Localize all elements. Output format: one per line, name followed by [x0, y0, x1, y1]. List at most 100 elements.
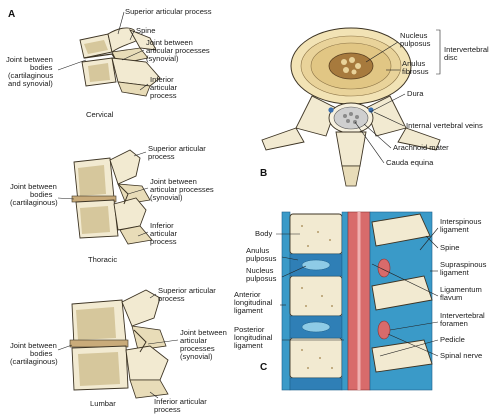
- svg-text:articular: articular: [150, 229, 177, 238]
- panel-label-b: B: [260, 168, 267, 179]
- intervertebral-foramen-label: Intervertebral foramen: [440, 311, 485, 328]
- thoracic-title: Thoracic: [88, 255, 117, 264]
- svg-text:Posterior: Posterior: [234, 325, 265, 334]
- cervical-spine-label: Spine: [136, 26, 155, 35]
- thoracic-vertebrae-illustration: [71, 149, 153, 245]
- lumbar-joint-facet-label: Joint between articular processes (synov…: [180, 328, 227, 361]
- svg-text:Joint between: Joint between: [146, 38, 193, 47]
- cervical-inferior-label: Inferior articular process: [150, 75, 177, 100]
- svg-text:articular processes: articular processes: [146, 46, 210, 55]
- nucleus-pulposus-c-label: Nucleus pulposus: [246, 266, 277, 283]
- svg-text:Anterior: Anterior: [234, 290, 261, 299]
- svg-text:Intervertebral: Intervertebral: [440, 311, 485, 320]
- svg-text:flavum: flavum: [440, 293, 462, 302]
- svg-text:ligament: ligament: [440, 268, 470, 277]
- panel-label-c: C: [260, 362, 267, 373]
- svg-text:articular processes: articular processes: [150, 185, 214, 194]
- svg-text:Inferior: Inferior: [150, 75, 174, 84]
- sagittal-section-illustration: [281, 211, 433, 391]
- svg-text:Interspinous: Interspinous: [440, 217, 482, 226]
- svg-text:bodies: bodies: [30, 190, 53, 199]
- svg-text:Joint between: Joint between: [150, 177, 197, 186]
- svg-text:Joint between: Joint between: [10, 341, 57, 350]
- lumbar-title: Lumbar: [90, 399, 116, 408]
- svg-text:process: process: [154, 405, 181, 414]
- spinal-nerve-label: Spinal nerve: [440, 351, 482, 360]
- svg-text:Joint between: Joint between: [6, 55, 53, 64]
- posterior-longitudinal-ligament-label: Posterior longitudinal ligament: [234, 325, 273, 350]
- svg-text:ligament: ligament: [234, 306, 264, 315]
- anulus-fibrosus-b-label: Anulus fibrosus: [402, 59, 429, 76]
- svg-text:longitudinal: longitudinal: [234, 333, 273, 342]
- svg-text:process: process: [148, 152, 175, 161]
- svg-text:articular: articular: [150, 83, 177, 92]
- svg-text:Superior articular: Superior articular: [158, 286, 216, 295]
- svg-text:fibrosus: fibrosus: [402, 67, 429, 76]
- svg-text:pulposus: pulposus: [246, 274, 277, 283]
- svg-text:bodies: bodies: [30, 63, 53, 72]
- svg-text:(cartilaginous): (cartilaginous): [10, 198, 58, 207]
- cervical-joint-facet-label: Joint between articular processes (synov…: [146, 38, 210, 63]
- svg-text:Intervertebral: Intervertebral: [444, 45, 489, 54]
- svg-text:Inferior articular: Inferior articular: [154, 397, 207, 406]
- dura-label: Dura: [407, 89, 424, 98]
- svg-text:foramen: foramen: [440, 319, 468, 328]
- svg-text:Anulus: Anulus: [402, 59, 425, 68]
- svg-text:Superior articular: Superior articular: [148, 144, 206, 153]
- svg-text:process: process: [150, 237, 177, 246]
- svg-text:Inferior: Inferior: [150, 221, 174, 230]
- thoracic-joint-facet-label: Joint between articular processes (synov…: [150, 177, 214, 202]
- svg-text:Ligamentum: Ligamentum: [440, 285, 482, 294]
- svg-text:process: process: [150, 91, 177, 100]
- svg-text:Supraspinous: Supraspinous: [440, 260, 487, 269]
- svg-text:process: process: [158, 294, 185, 303]
- cervical-superior-label: Superior articular process: [125, 7, 212, 16]
- lumbar-joint-body-label: Joint between bodies (cartilaginous): [10, 341, 58, 366]
- svg-text:longitudinal: longitudinal: [234, 298, 273, 307]
- cervical-joint-body-label: Joint between bodies (cartilaginous and …: [6, 55, 53, 88]
- svg-text:and synovial): and synovial): [8, 79, 53, 88]
- cervical-title: Cervical: [86, 110, 114, 119]
- svg-text:Joint between: Joint between: [10, 182, 57, 191]
- interspinous-ligament-label: Interspinous ligament: [440, 217, 482, 234]
- svg-text:processes: processes: [180, 344, 215, 353]
- svg-text:(synovial): (synovial): [180, 352, 213, 361]
- svg-text:pulposus: pulposus: [246, 254, 277, 263]
- svg-text:(synovial): (synovial): [150, 193, 183, 202]
- cauda-equina-label: Cauda equina: [386, 158, 434, 167]
- intervertebral-disc-label: Intervertebral disc: [444, 45, 489, 62]
- anulus-pulposus-c-label: Anulus pulposus: [246, 246, 277, 263]
- nucleus-pulposus-b-label: Nucleus pulposus: [400, 31, 431, 48]
- cervical-vertebrae-illustration: [79, 27, 161, 97]
- svg-text:Anulus: Anulus: [246, 246, 269, 255]
- svg-text:(cartilaginous: (cartilaginous: [8, 71, 53, 80]
- svg-text:bodies: bodies: [30, 349, 53, 358]
- ligamentum-flavum-label: Ligamentum flavum: [440, 285, 482, 302]
- spine-c-label: Spine: [440, 243, 459, 252]
- svg-text:(synovial): (synovial): [146, 54, 179, 63]
- thoracic-superior-label: Superior articular process: [148, 144, 206, 161]
- thoracic-joint-body-label: Joint between bodies (cartilaginous): [10, 182, 58, 207]
- lumbar-vertebrae-illustration: [69, 289, 169, 399]
- panel-label-a: A: [8, 9, 15, 20]
- thoracic-inferior-label: Inferior articular process: [150, 221, 177, 246]
- arachnoid-mater-label: Arachnoid mater: [393, 143, 449, 152]
- lumbar-superior-label: Superior articular process: [158, 286, 216, 303]
- svg-text:disc: disc: [444, 53, 458, 62]
- svg-text:ligament: ligament: [234, 341, 264, 350]
- svg-text:(cartilaginous): (cartilaginous): [10, 357, 58, 366]
- pedicle-label: Pedicle: [440, 335, 465, 344]
- body-label: Body: [255, 229, 273, 238]
- transverse-vertebra-illustration: [261, 27, 441, 187]
- lumbar-inferior-label: Inferior articular process: [154, 397, 207, 414]
- internal-vertebral-veins-label: Internal vertebral veins: [406, 121, 483, 130]
- anterior-longitudinal-ligament-label: Anterior longitudinal ligament: [234, 290, 273, 315]
- svg-text:Nucleus: Nucleus: [400, 31, 428, 40]
- supraspinous-ligament-label: Supraspinous ligament: [440, 260, 487, 277]
- svg-text:ligament: ligament: [440, 225, 470, 234]
- svg-text:Joint between: Joint between: [180, 328, 227, 337]
- svg-text:Nucleus: Nucleus: [246, 266, 274, 275]
- svg-text:pulposus: pulposus: [400, 39, 431, 48]
- svg-text:articular: articular: [180, 336, 207, 345]
